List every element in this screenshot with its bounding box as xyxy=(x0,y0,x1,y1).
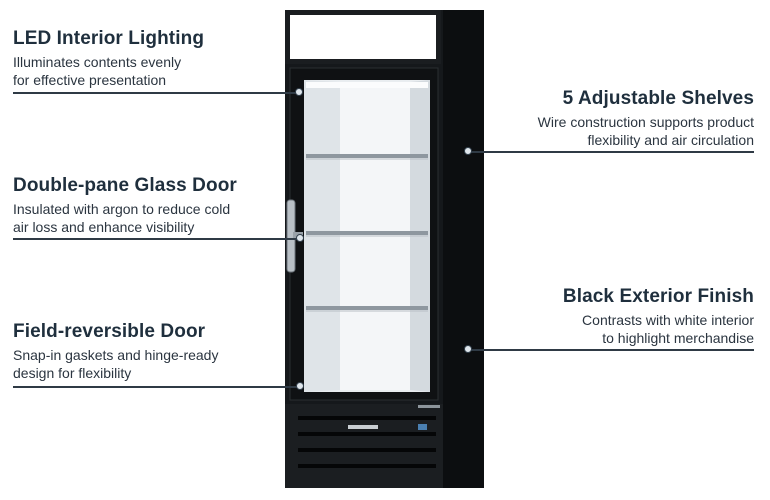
callout-glass-door: Double-pane Glass Door Insulated with ar… xyxy=(13,175,237,236)
interior-ceiling-light xyxy=(306,82,428,88)
description-line-2: to highlight merchandise xyxy=(602,330,754,346)
callout-title: Double-pane Glass Door xyxy=(13,175,237,196)
finish-callout-dot xyxy=(464,345,472,353)
glass-connector-line xyxy=(13,238,300,240)
led-callout-dot xyxy=(295,88,303,96)
description-line-1: Snap-in gaskets and hinge-ready xyxy=(13,347,219,363)
callout-led-lighting: LED Interior Lighting Illuminates conten… xyxy=(13,28,204,89)
header-panel-sign xyxy=(290,15,436,59)
brand-badge xyxy=(348,425,378,429)
door-connector-line xyxy=(13,386,300,388)
shelves-callout-dot xyxy=(464,147,472,155)
callout-title: 5 Adjustable Shelves xyxy=(562,88,754,109)
description-line-1: Insulated with argon to reduce cold xyxy=(13,201,231,217)
callout-description: Snap-in gaskets and hinge-ready design f… xyxy=(13,346,218,382)
callout-black-finish: Black Exterior Finish Contrasts with whi… xyxy=(563,286,754,347)
callout-description: Contrasts with white interior to highlig… xyxy=(563,311,754,347)
finish-connector-line xyxy=(468,349,754,351)
callout-title: LED Interior Lighting xyxy=(13,28,205,49)
glass-callout-dot xyxy=(296,234,304,242)
callout-description: Illuminates contents evenly for effectiv… xyxy=(13,53,204,89)
shelves-connector-line xyxy=(468,151,754,153)
callout-adjustable-shelves: 5 Adjustable Shelves Wire construction s… xyxy=(538,88,754,149)
description-line-2: for effective presentation xyxy=(13,72,167,88)
callout-description: Wire construction supports product flexi… xyxy=(538,113,754,149)
description-line-2: air loss and enhance visibility xyxy=(13,219,195,235)
callout-title: Field-reversible Door xyxy=(13,321,206,342)
callout-title: Black Exterior Finish xyxy=(562,286,754,307)
description-line-2: flexibility and air circulation xyxy=(587,132,754,148)
shelf-3 xyxy=(306,306,428,310)
description-line-2: design for flexibility xyxy=(13,365,132,381)
description-line-1: Illuminates contents evenly xyxy=(13,54,182,70)
grille-vents xyxy=(298,416,436,468)
callout-description: Insulated with argon to reduce cold air … xyxy=(13,200,237,236)
led-connector-line xyxy=(13,92,300,94)
shelf-1 xyxy=(306,154,428,158)
callout-reversible-door: Field-reversible Door Snap-in gaskets an… xyxy=(13,321,218,382)
shelf-2 xyxy=(306,231,428,235)
cabinet-side-panel xyxy=(438,10,484,488)
temperature-display xyxy=(418,424,427,430)
door-callout-dot xyxy=(296,382,304,390)
description-line-1: Wire construction supports product xyxy=(537,114,754,130)
shelves xyxy=(306,154,428,310)
description-line-1: Contrasts with white interior xyxy=(582,312,754,328)
